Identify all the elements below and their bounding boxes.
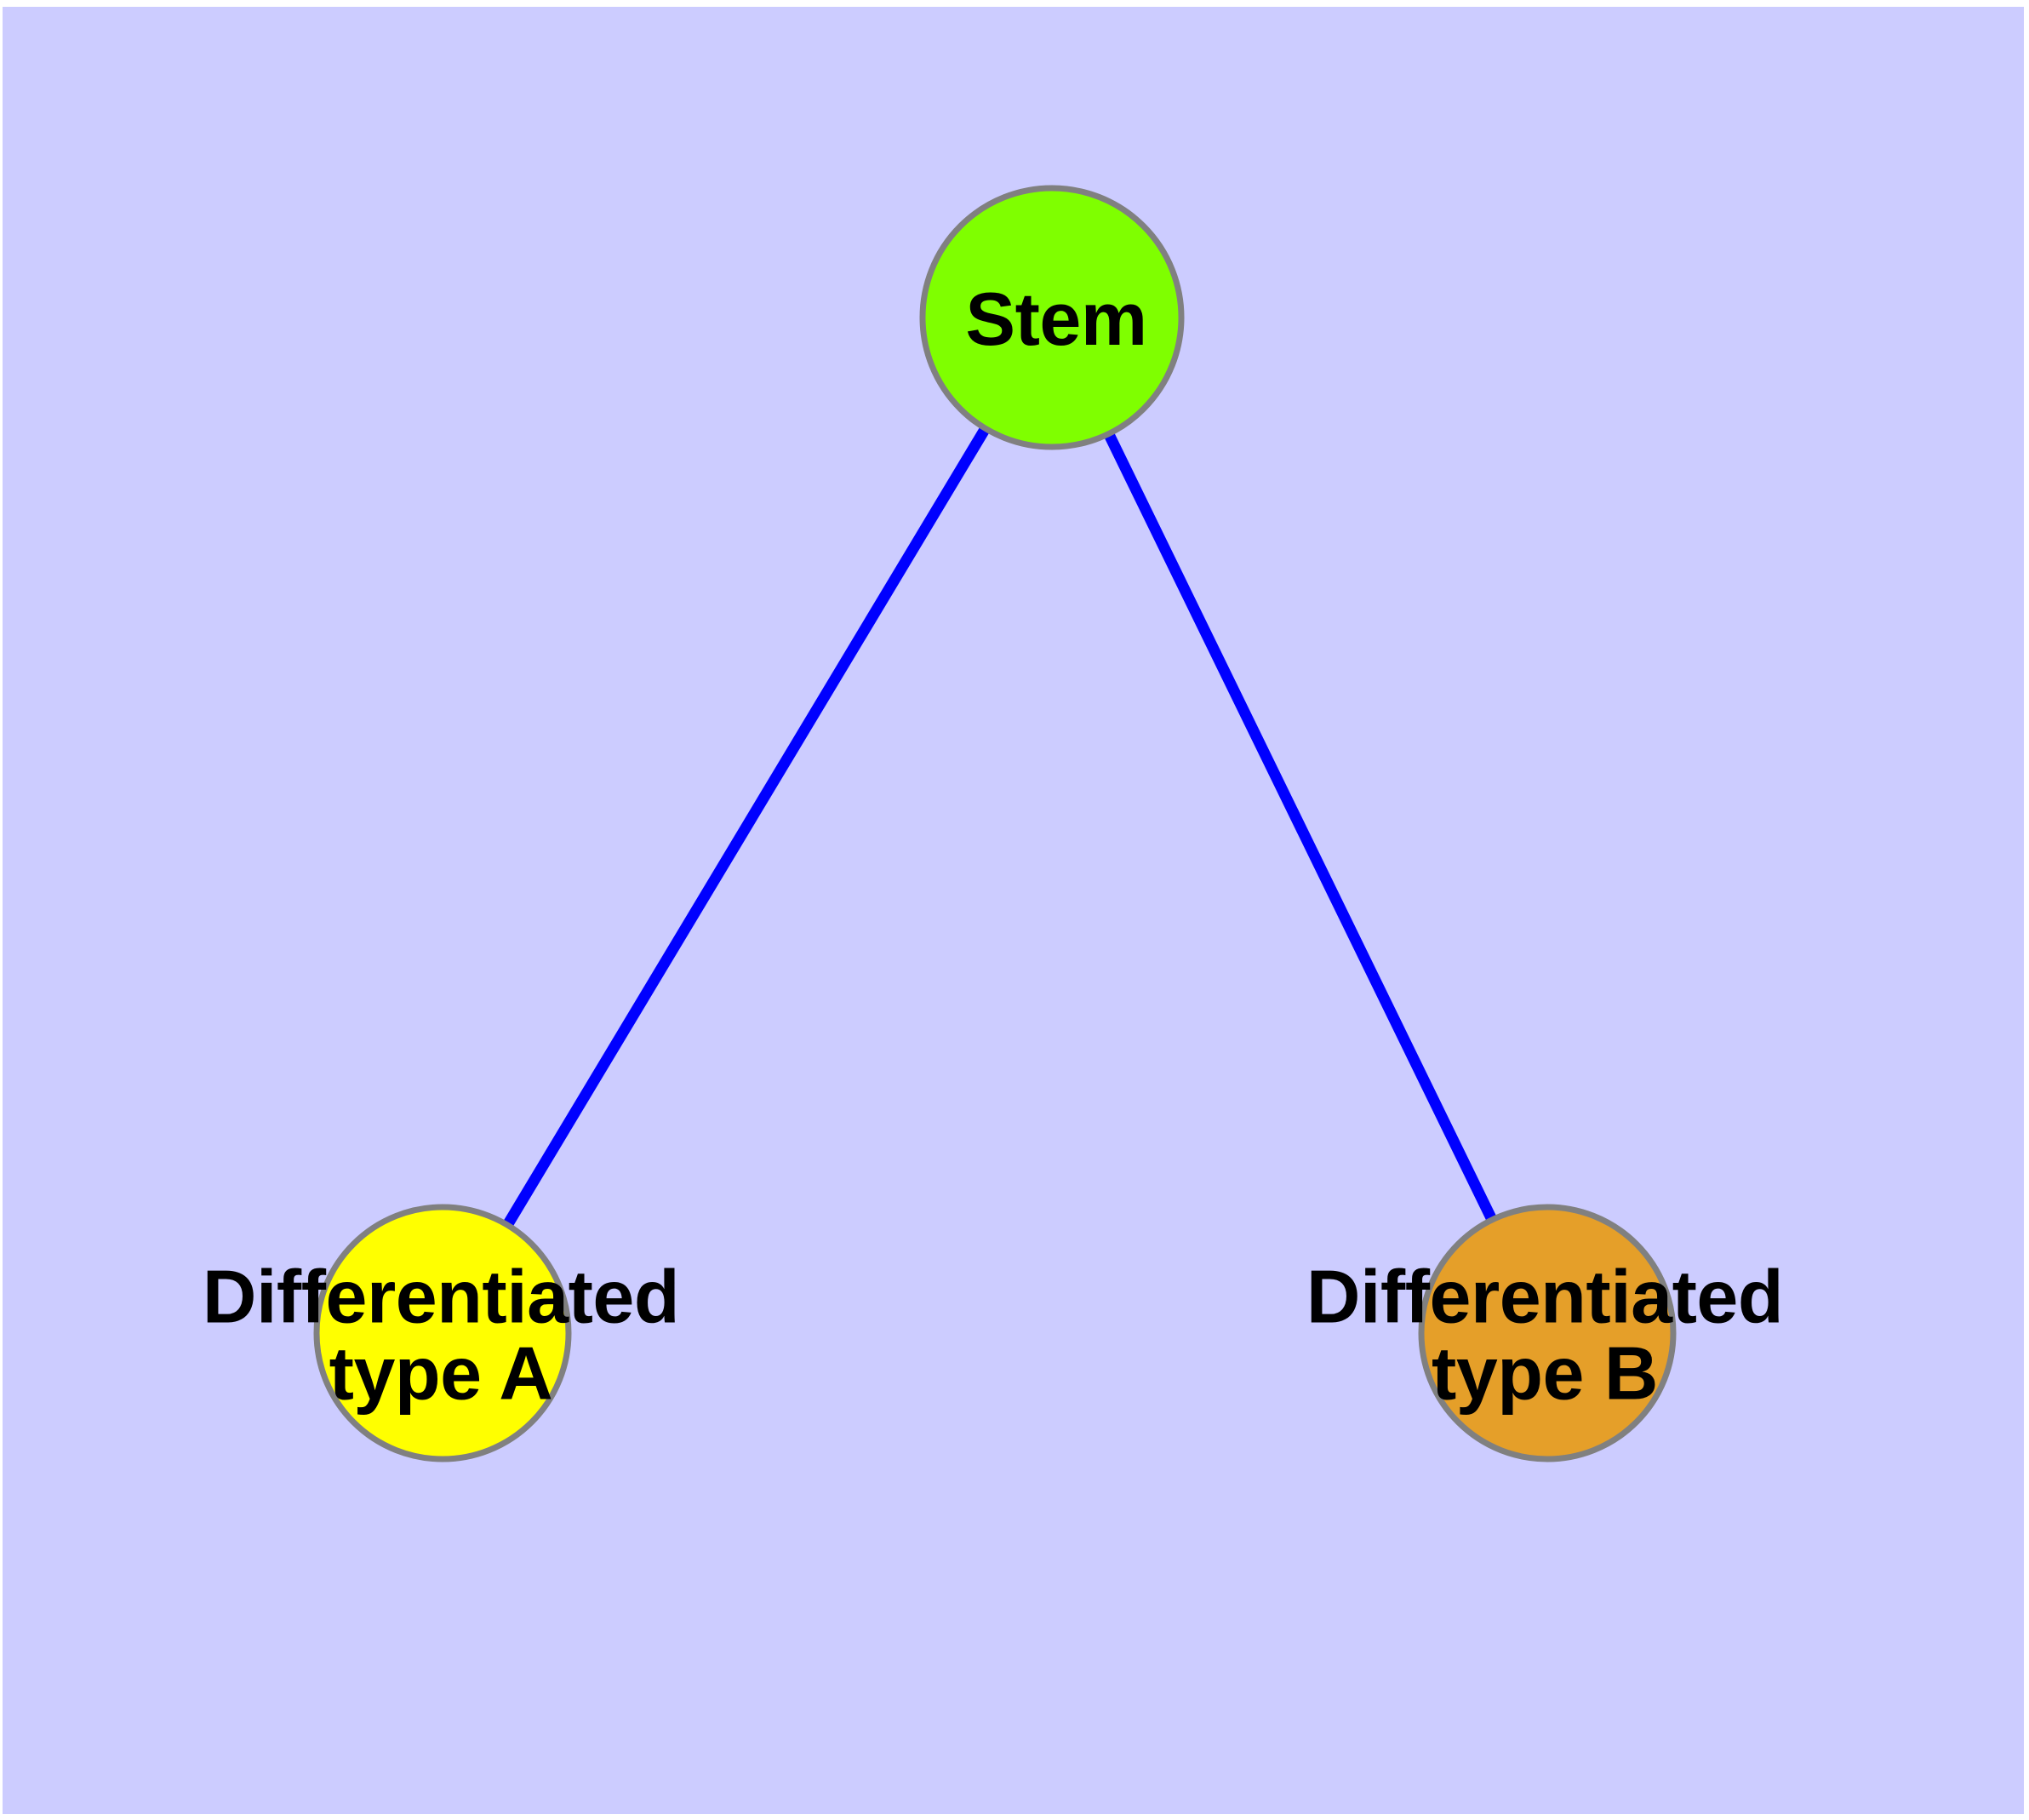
edge-stem-diff-a[interactable] bbox=[437, 314, 1057, 1336]
edge-stem-diff-b[interactable] bbox=[1047, 315, 1552, 1336]
node-circle-diff-b[interactable] bbox=[1418, 1204, 1677, 1462]
node-layer bbox=[313, 185, 1677, 1462]
node-circle-diff-a[interactable] bbox=[313, 1204, 572, 1462]
node-circle-stem[interactable] bbox=[919, 185, 1185, 450]
edge-layer bbox=[437, 314, 1552, 1336]
